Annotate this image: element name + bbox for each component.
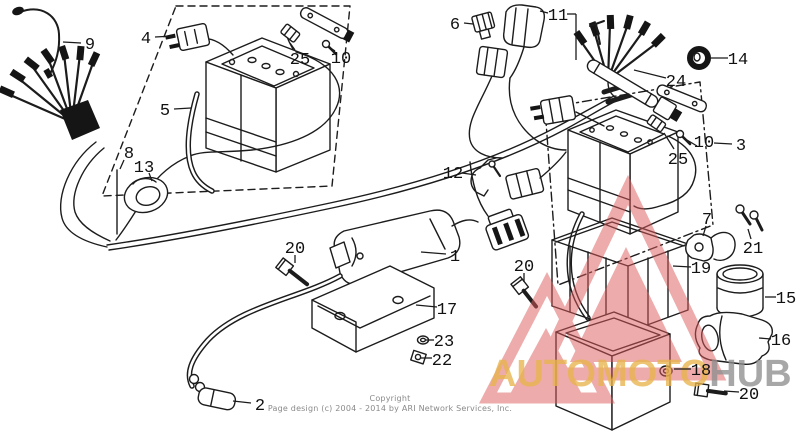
harness-connector-bundle-left (0, 45, 101, 140)
leader-line-3 (713, 142, 733, 145)
bolt-20-bottom-right (693, 382, 728, 398)
coil-bracket-17 (311, 265, 435, 353)
coil-connector (485, 208, 530, 251)
leader-line-5 (173, 107, 192, 110)
part-callout-18: 18 (691, 362, 711, 381)
watermark-wordmark: AUTOMOTOHUB (489, 353, 792, 395)
part-callout-15: 15 (776, 290, 796, 309)
part-callout-6: 6 (450, 16, 460, 35)
part-callout-21: 21 (743, 240, 763, 259)
leader-line-9 (62, 41, 82, 44)
clip-7 (685, 231, 736, 262)
fuse-25-left (280, 23, 301, 43)
leader-line-16 (758, 337, 772, 340)
logo-triangle-small-solid (509, 328, 583, 396)
part-callout-4: 4 (141, 30, 151, 49)
breather-tube-5 (185, 91, 215, 194)
harness-connector-mid (505, 167, 545, 200)
harness-branch-wire (469, 161, 489, 217)
rubber-cap-15 (716, 264, 764, 318)
part-callout-19: 19 (691, 260, 711, 279)
ignition-coil-1 (186, 208, 530, 411)
battery-4-cables (115, 7, 355, 241)
part-callout-9: 9 (85, 36, 95, 55)
watermark-brand-second: HUB (709, 353, 791, 395)
leader-line-19 (672, 265, 692, 268)
leader-line-4 (154, 35, 175, 38)
leader-line-13 (148, 172, 153, 182)
nut-22 (410, 349, 427, 365)
leader-line-7 (702, 225, 707, 237)
part-callout-14: 14 (728, 51, 748, 70)
callout-layer: 1234567891010111213141516171819202020212… (62, 7, 796, 416)
part-callout-16: 16 (771, 332, 791, 351)
grommet-14 (687, 46, 711, 70)
part-callout-1: 1 (450, 248, 460, 267)
part-callout-20: 20 (514, 258, 534, 277)
part-callout-3: 3 (736, 137, 746, 156)
battery-4 (205, 37, 331, 173)
copyright-footer: Copyright Page design (c) 2004 - 2014 by… (240, 394, 540, 415)
rubber-boot-11 (468, 4, 567, 159)
leader-line-10 (686, 139, 698, 147)
leader-line-10 (328, 46, 336, 52)
fuse-25-right (646, 114, 667, 133)
leader-line-2 (232, 400, 252, 404)
bracket-10-left (299, 7, 355, 43)
leader-line-20 (723, 390, 740, 393)
bolt-10-right (675, 129, 692, 146)
copyright-line1: Copyright (369, 394, 411, 403)
leader-line-6 (463, 22, 474, 25)
watermark-logo (478, 174, 727, 404)
grommet-8-13 (116, 169, 169, 235)
watermark-brand-first: AUTOMOTO (489, 353, 709, 395)
leader-line-24 (633, 69, 667, 79)
leader-line-25 (663, 132, 675, 150)
part-callout-11: 11 (548, 7, 568, 26)
battery-box-4-outline (101, 5, 351, 197)
watermark: AUTOMOTOHUB (478, 174, 792, 404)
leader-line-17 (415, 304, 438, 308)
leader-line-21 (747, 228, 752, 240)
part-callout-20: 20 (739, 386, 759, 405)
part-callout-7: 7 (702, 211, 712, 230)
part-callout-25: 25 (668, 151, 688, 170)
lead-wire-9 (12, 6, 61, 79)
part-callout-5: 5 (160, 102, 170, 121)
logo-triangle-small-outline (478, 272, 616, 404)
logo-triangle-large-solid (570, 247, 682, 362)
starter-cable-24 (586, 59, 683, 122)
part-callout-13: 13 (134, 159, 154, 178)
copyright-line2: Page design (c) 2004 - 2014 by ARI Netwo… (267, 404, 513, 414)
part-callout-10: 10 (331, 50, 351, 69)
fuse-holder-6 (471, 11, 496, 40)
bolt-20-left (275, 257, 310, 287)
logo-triangle-large-outline (529, 174, 727, 381)
screws-21 (735, 204, 764, 232)
part-callout-22: 22 (432, 352, 452, 371)
leader-line-11 (539, 10, 549, 14)
bracket-10-right (656, 84, 708, 113)
part-callout-17: 17 (437, 301, 457, 320)
part-callout-8: 8 (124, 145, 134, 164)
harness-trunk-cable (60, 141, 111, 248)
part-callout-2: 2 (255, 397, 265, 416)
spark-plug-cap-2 (197, 387, 237, 411)
battery-box-3-outline (544, 81, 714, 286)
mid-connector-wire (539, 151, 567, 179)
leader-line-8 (119, 159, 125, 170)
part-callout-24: 24 (666, 73, 686, 92)
part-callout-25: 25 (290, 51, 310, 70)
washer-23 (416, 335, 430, 345)
part-callout-23: 23 (434, 333, 454, 352)
leader-line-25 (289, 42, 296, 51)
part-callout-12: 12 (443, 165, 463, 184)
leader-line-12 (461, 172, 477, 176)
part-callout-10: 10 (694, 134, 714, 153)
leader-line-1 (420, 251, 447, 255)
part-callout-20: 20 (285, 240, 305, 259)
